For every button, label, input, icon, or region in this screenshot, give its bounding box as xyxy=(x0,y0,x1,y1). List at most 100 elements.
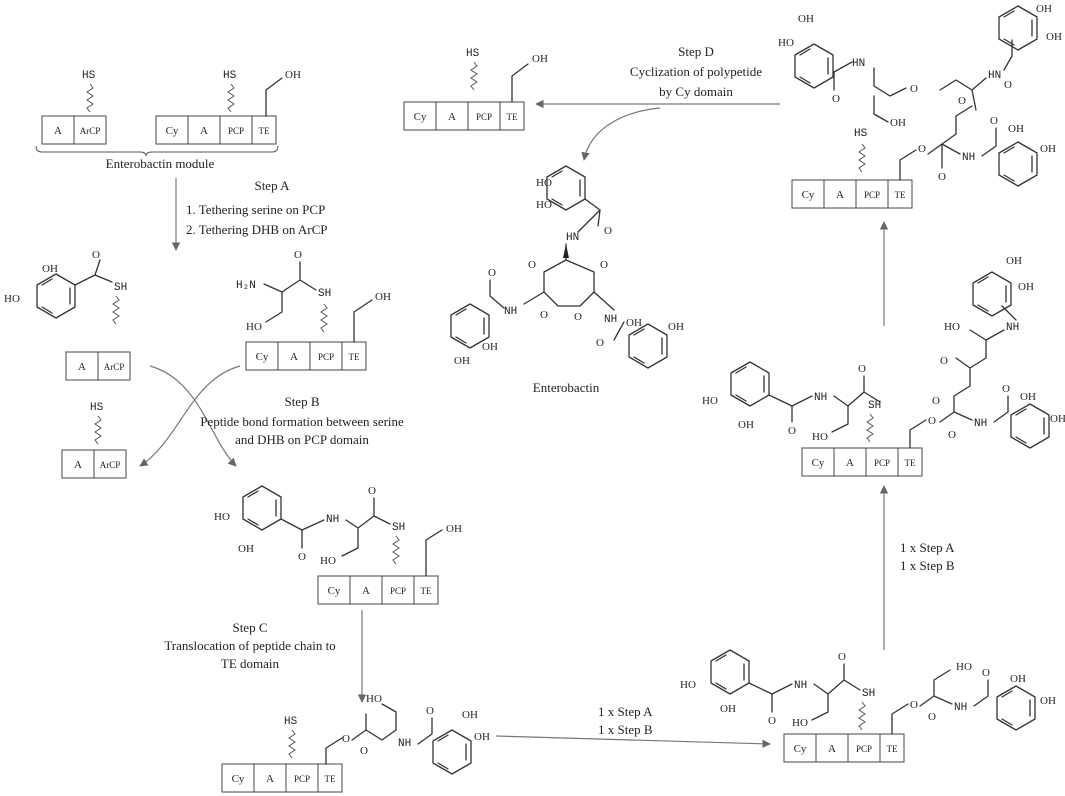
oh-label: OH xyxy=(1020,391,1036,403)
domain-a: A xyxy=(54,125,62,137)
nh-label: NH xyxy=(1006,322,1019,334)
oh-label: OH xyxy=(482,341,498,353)
hn-label: HN xyxy=(988,70,1001,82)
domain-a: A xyxy=(266,773,274,785)
repeat-arrow-right: 1 x Step A 1 x Step B xyxy=(879,485,955,650)
ho-label: HO xyxy=(702,395,718,407)
hn-label: HN xyxy=(852,58,865,70)
oh-label: OH xyxy=(738,419,754,431)
repeat-step-b: 1 x Step B xyxy=(900,558,955,573)
domain-a: A xyxy=(448,111,456,123)
domain-pcp: PCP xyxy=(856,744,872,754)
oh-label: OH xyxy=(1046,31,1062,43)
repeat-step-a: 1 x Step A xyxy=(900,540,955,555)
ho-label: HO xyxy=(680,679,696,691)
nh-label: NH xyxy=(398,738,411,750)
step-b-annotation: Step B Peptide bond formation between se… xyxy=(139,365,404,467)
oh-label: OH xyxy=(720,703,736,715)
o-label: O xyxy=(982,667,990,679)
oh-label: OH xyxy=(1018,281,1034,293)
domain-cy: Cy xyxy=(414,111,427,123)
oh-label: OH xyxy=(1010,673,1026,685)
o-label: O xyxy=(1002,383,1010,395)
ho-label: HO xyxy=(4,293,20,305)
domain-a: A xyxy=(290,351,298,363)
domain-cy: Cy xyxy=(328,585,341,597)
hn-label: HN xyxy=(566,232,579,244)
ho-label: HO xyxy=(536,177,552,189)
oh-label: OH xyxy=(1006,255,1022,267)
o-label: O xyxy=(600,259,608,271)
step-a-line2: 2. Tethering DHB on ArCP xyxy=(186,222,328,237)
nh-label: NH xyxy=(814,392,827,404)
domain-a: A xyxy=(200,125,208,137)
domain-pcp: PCP xyxy=(228,126,244,136)
domain-te: TE xyxy=(905,458,916,468)
step-b-line2: and DHB on PCP domain xyxy=(235,432,369,447)
o-label: O xyxy=(1004,79,1012,91)
step-b-title: Step B xyxy=(284,394,319,409)
o-label: O xyxy=(368,485,376,497)
domain-te: TE xyxy=(259,126,270,136)
nh2-label: H₂N xyxy=(236,280,256,292)
domain-a: A xyxy=(362,585,370,597)
o-label: O xyxy=(92,249,100,261)
oh-label: OH xyxy=(1040,143,1056,155)
module-label: Enterobactin module xyxy=(106,156,215,171)
trimer-intermediate: HO OH O NH O SH HO Cy A PCP TE O O O NH … xyxy=(702,255,1065,477)
cyclization-release-arrow xyxy=(581,107,661,161)
domain-a: A xyxy=(78,361,86,373)
hs-label: HS xyxy=(466,48,480,60)
hs-label: HS xyxy=(854,128,868,140)
domain-te: TE xyxy=(349,352,360,362)
oh-label: OH xyxy=(474,731,490,743)
repeat-step-a: 1 x Step A xyxy=(598,704,653,719)
oh-label: OH xyxy=(532,53,548,65)
o-label: O xyxy=(298,551,306,563)
domain-arcp: ArCP xyxy=(100,460,121,470)
ho-label: HO xyxy=(214,511,230,523)
domain-te: TE xyxy=(895,190,906,200)
domain-pcp: PCP xyxy=(864,190,880,200)
o-label: O xyxy=(948,429,956,441)
oh-label: OH xyxy=(238,543,254,555)
o-label: O xyxy=(426,705,434,717)
domain-cy: Cy xyxy=(794,743,807,755)
serine-pcp-intermediate: H₂N O SH HO Cy A PCP TE OH xyxy=(236,249,391,371)
domain-cy: Cy xyxy=(232,773,245,785)
o-label: O xyxy=(488,267,496,279)
oh-label: OH xyxy=(42,263,58,275)
o-label: O xyxy=(990,115,998,127)
o-label: O xyxy=(938,171,946,183)
nh-label: NH xyxy=(794,680,807,692)
step-d-annotation: Step D Cyclization of polypetide by Cy d… xyxy=(535,44,780,161)
ho-label: HO xyxy=(246,321,262,333)
o-label: O xyxy=(832,93,840,105)
oh-label: OH xyxy=(668,321,684,333)
step-c-annotation: Step C Translocation of peptide chain to… xyxy=(164,610,367,703)
te-loaded-intermediate: HS Cy A PCP TE O O HO NH O OH OH xyxy=(221,693,490,793)
nh-label: NH xyxy=(604,314,617,326)
domain-arcp: ArCP xyxy=(104,362,125,372)
dhb-serine-pcp-intermediate: HO OH O NH O SH HO Cy A PCP TE OH xyxy=(214,485,462,605)
free-arcp: HS A ArCP xyxy=(61,402,127,479)
oh-label: OH xyxy=(1036,3,1052,15)
domain-pcp: PCP xyxy=(318,352,334,362)
sh-label: SH xyxy=(318,288,331,300)
nh-label: NH xyxy=(504,306,517,318)
dimer-intermediate: HO OH O NH O SH HO Cy A PCP TE O O HO NH… xyxy=(680,649,1056,763)
o-label: O xyxy=(528,259,536,271)
step-c-line1: Translocation of peptide chain to xyxy=(164,638,335,653)
domain-pcp: PCP xyxy=(476,112,492,122)
step-c-title: Step C xyxy=(232,620,267,635)
o-label: O xyxy=(596,337,604,349)
o-label: O xyxy=(858,363,866,375)
product-label: Enterobactin xyxy=(533,380,600,395)
oh-label: OH xyxy=(1050,413,1065,425)
repeat-step-b: 1 x Step B xyxy=(598,722,653,737)
sh-label: SH xyxy=(862,688,875,700)
step-a-annotation: Step A 1. Tethering serine on PCP 2. Tet… xyxy=(171,178,328,251)
o-label: O xyxy=(768,715,776,727)
nh-label: NH xyxy=(954,702,967,714)
o-label: O xyxy=(838,651,846,663)
